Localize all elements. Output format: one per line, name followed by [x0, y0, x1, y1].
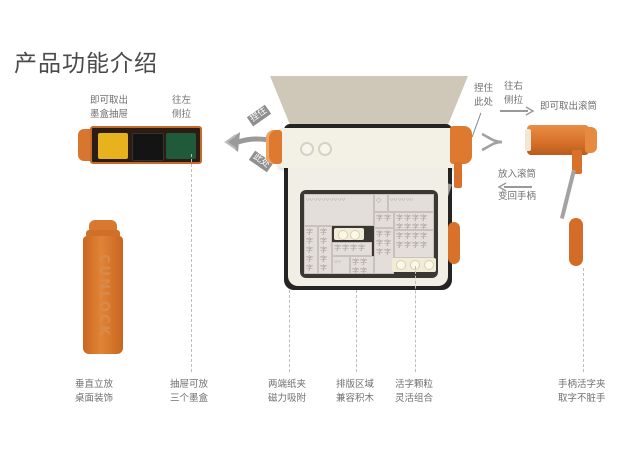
roller-cap [585, 127, 597, 153]
detached-roller[interactable] [525, 125, 599, 155]
tube-cap [89, 220, 117, 232]
dashed-leader [191, 154, 192, 372]
movable-type-press: 〰〰〰〰〰 ◇ 〰〰〰 字字 字字字字字字字字 字字字字字字 字字字字字字 字字… [264, 76, 474, 291]
type-block[interactable]: 〰 [332, 256, 350, 274]
feature-label: 垂直立放 桌面装饰 [75, 378, 113, 406]
right-grip-label: 捏住 此处 [474, 82, 493, 110]
label-line: 垂直立放 [75, 379, 114, 390]
label-line: 桌面装饰 [75, 393, 114, 404]
type-block[interactable]: 字字字字字字字字 [394, 212, 434, 230]
peg [424, 260, 434, 270]
label-line: 三个墨盒 [170, 393, 209, 404]
dashed-leader [289, 290, 290, 372]
label-line: 灵活组合 [395, 393, 434, 404]
type-block[interactable]: 字字字字字字 [304, 226, 318, 274]
feature-label: 活字颗粒 灵活组合 [395, 378, 433, 406]
label-line: 往右 [504, 81, 524, 92]
left-roller-knob[interactable] [266, 130, 282, 164]
brick-pegs [392, 258, 436, 272]
dashed-leader [583, 268, 584, 372]
arrow-right-icon [500, 106, 534, 116]
feature-label: 排版区域 兼容积木 [336, 378, 374, 406]
drawer-body [90, 126, 202, 164]
typesetting-bed: 〰〰〰〰〰 ◇ 〰〰〰 字字 字字字字字字字字 字字字字字字 字字字字字字 字字… [300, 190, 438, 278]
label-line: 两端纸夹 [268, 379, 307, 390]
type-block[interactable]: ◇ [374, 194, 388, 212]
ink-drawer[interactable] [78, 124, 204, 166]
feature-label: 两端纸夹 磁力吸附 [268, 378, 306, 406]
magnet-hole [318, 142, 332, 156]
label-line: 抽屉可放 [170, 379, 209, 390]
label-line: 即可取出 [90, 95, 129, 106]
feature-label: 抽屉可放 三个墨盒 [170, 378, 208, 406]
crank-handle[interactable] [448, 222, 460, 264]
tube-engraving: CUNLOCK [96, 254, 111, 338]
dashed-leader [415, 266, 416, 372]
type-block[interactable]: 字字字字字字 [318, 226, 332, 274]
type-block[interactable]: 字字字字 [332, 242, 372, 256]
roller-takeout-label: 即可取出滚筒 [540, 101, 598, 112]
back-to-handle-label: 变回手柄 [498, 191, 537, 202]
curved-arrow-icon [481, 132, 503, 152]
type-block[interactable]: 字字 [374, 212, 394, 228]
label-line: 捏住 [474, 83, 494, 94]
label-line: 放入滚筒 [498, 169, 537, 180]
ink-cartridge-yellow [98, 133, 128, 159]
standing-tube: CUNLOCK [83, 220, 123, 355]
type-block[interactable]: 字字字字 [350, 256, 374, 274]
label-line: 排版区域 [336, 379, 375, 390]
peg [338, 230, 348, 240]
label-line: 兼容积木 [336, 393, 375, 404]
crank-arm [454, 162, 462, 188]
drawer-takeout-label: 即可取出 墨盒抽屉 [90, 94, 128, 122]
insert-roller-label: 放入滚筒 [498, 168, 536, 182]
label-line: 手柄活字夹 [558, 379, 606, 390]
peg [350, 230, 360, 240]
pressing-roller-bar [278, 128, 458, 168]
page-title: 产品功能介绍 [14, 51, 158, 77]
peg [396, 260, 406, 270]
drawer-pull-left-label: 往左 侧拉 [172, 94, 191, 122]
roller-handle-grip[interactable] [569, 218, 583, 266]
roller-rod [559, 169, 576, 219]
type-block[interactable]: 字字字字字字字字 [394, 230, 434, 258]
arrow-left-small-icon [498, 182, 532, 192]
type-block[interactable]: 字字字字字字 [374, 228, 394, 274]
feature-label: 手柄活字夹 取字不脏手 [558, 378, 606, 406]
magnet-hole [300, 142, 314, 156]
label-line: 墨盒抽屉 [90, 109, 129, 120]
ink-cartridge-black [132, 133, 164, 161]
roller-pull-right-label: 往右 侧拉 [504, 80, 523, 108]
right-roller-knob[interactable] [450, 126, 472, 164]
roller-arm [572, 150, 582, 174]
dashed-leader [356, 290, 357, 372]
label-line: 侧拉 [172, 109, 192, 120]
type-block[interactable]: 〰〰〰 [388, 194, 434, 212]
label-line: 磁力吸附 [268, 393, 307, 404]
typesetting-tray: 〰〰〰〰〰 ◇ 〰〰〰 字字 字字字字字字字字 字字字字字字 字字字字字字 字字… [288, 168, 448, 286]
label-line: 活字颗粒 [395, 379, 434, 390]
label-line: 往左 [172, 95, 192, 106]
label-line: 此处 [474, 97, 494, 108]
label-line: 侧拉 [504, 95, 524, 106]
drawer-knob[interactable] [78, 129, 92, 161]
brick-pegs [334, 228, 364, 240]
tube-body [83, 236, 123, 354]
roller-end [525, 129, 531, 151]
dragon-block[interactable]: 〰〰〰〰〰 [304, 194, 374, 226]
label-line: 取字不脏手 [558, 393, 606, 404]
tube-neck [86, 230, 120, 238]
